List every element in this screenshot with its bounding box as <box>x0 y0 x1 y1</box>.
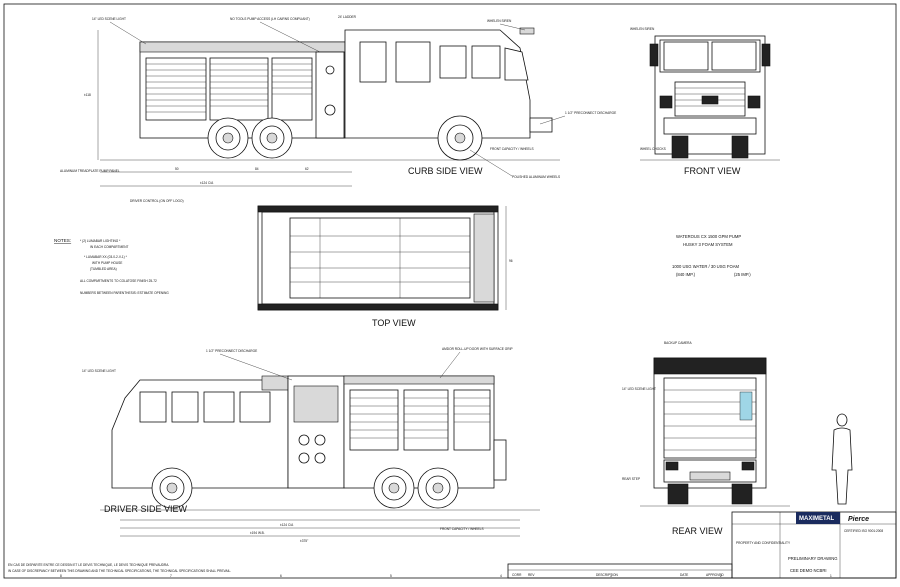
sheet-border <box>3 3 897 579</box>
specs-block: WATEROUS CX 1500 GPM PUMP HUSKY 3 FOAM S… <box>672 234 751 277</box>
svg-text:84: 84 <box>255 167 259 171</box>
svg-text:Pierce: Pierce <box>848 516 869 523</box>
svg-text:±124 C/A: ±124 C/A <box>280 523 294 527</box>
svg-text:FRONT CAPACITY / WHEELS: FRONT CAPACITY / WHEELS <box>490 147 534 151</box>
svg-text:WITH PUMP HOUSE: WITH PUMP HOUSE <box>92 261 122 265</box>
svg-text:(TUMBLED AREA): (TUMBLED AREA) <box>90 267 117 271</box>
svg-text:APPROVED: APPROVED <box>706 573 724 577</box>
svg-text:CEE DEMO NCBRI: CEE DEMO NCBRI <box>790 568 827 573</box>
svg-text:PROPERTY AND CONFIDENTIALITY: PROPERTY AND CONFIDENTIALITY <box>736 541 791 545</box>
svg-text:14" LED SCENE LIGHT: 14" LED SCENE LIGHT <box>92 17 126 21</box>
svg-text:14" LED SCENE LIGHT: 14" LED SCENE LIGHT <box>82 369 116 373</box>
svg-text:1 1/2" PRECONNECT DISCHARGE: 1 1/2" PRECONNECT DISCHARGE <box>565 111 616 115</box>
top-view-title: TOP VIEW <box>372 318 416 328</box>
footer-disclaimer: EN CAS DE DISPARITE ENTRE CE DESSIN ET L… <box>8 563 231 573</box>
svg-text:MAXIMETAL: MAXIMETAL <box>799 516 835 522</box>
svg-text:IN CASE OF DISCREPANCY BETWEEN: IN CASE OF DISCREPANCY BETWEEN THIS DRAW… <box>8 569 231 573</box>
top-view: 96 TOP VIEW <box>257 205 513 328</box>
curb-side-view: 50 84 62 ±124 C/A ±118 14" LED SCENE LIGHT… <box>60 15 616 203</box>
notes-block: NOTES: * (2) LUMABAR LIGHTING * IN EACH … <box>54 238 169 295</box>
svg-text:WHELEN SIREN: WHELEN SIREN <box>487 19 512 23</box>
svg-text:7: 7 <box>170 574 172 578</box>
svg-text:(840 IMP.): (840 IMP.) <box>676 272 696 277</box>
svg-text:1000 USG WATER / 30 USG FOAM: 1000 USG WATER / 30 USG FOAM <box>672 264 740 269</box>
svg-text:±194 W.B.: ±194 W.B. <box>250 531 265 535</box>
svg-text:REV: REV <box>528 573 535 577</box>
svg-text:WHEEL CHOCKS: WHEEL CHOCKS <box>640 147 666 151</box>
curb-side-view-title: CURB SIDE VIEW <box>408 166 483 176</box>
svg-text:HUSKY 3 FOAM SYSTEM: HUSKY 3 FOAM SYSTEM <box>683 242 733 247</box>
rear-view-title: REAR VIEW <box>672 526 723 536</box>
svg-text:8: 8 <box>60 574 62 578</box>
svg-text:±118: ±118 <box>84 93 91 97</box>
human-scale-figure <box>831 413 853 505</box>
svg-text:* LUMABAR XX (03-0-2-V-1) *: * LUMABAR XX (03-0-2-V-1) * <box>84 255 128 259</box>
svg-text:DATE: DATE <box>680 573 688 577</box>
svg-text:NUMBERS BETWEEN PARENTHESIS: E: NUMBERS BETWEEN PARENTHESIS: ESTIMATE OP… <box>80 291 169 295</box>
svg-text:3: 3 <box>610 574 612 578</box>
svg-text:CORR: CORR <box>512 573 522 577</box>
driver-side-view: ±124 C/A ±194 W.B. ±375" 14" LED SCENE L… <box>82 347 540 543</box>
svg-text:WHELEN SIREN: WHELEN SIREN <box>630 27 655 31</box>
svg-text:* (2) LUMABAR LIGHTING *: * (2) LUMABAR LIGHTING * <box>80 239 121 243</box>
zone-numbers: 8 7 6 5 4 3 2 1 <box>60 574 832 578</box>
svg-text:62: 62 <box>305 167 309 171</box>
svg-text:REAR STEP: REAR STEP <box>622 477 640 481</box>
svg-text:POLISHED ALUMINUM WHEELS: POLISHED ALUMINUM WHEELS <box>512 175 560 179</box>
driver-side-view-title: DRIVER SIDE VIEW <box>104 504 188 514</box>
svg-text:(25 IMP.): (25 IMP.) <box>734 272 751 277</box>
title-block: MAXIMETAL Pierce PRELIMINARY DRAWING CEE… <box>507 511 897 579</box>
svg-text:FRONT CAPACITY / WHEELS: FRONT CAPACITY / WHEELS <box>440 527 484 531</box>
svg-text:ALL COMPARTMENTS TO COLATOSE F: ALL COMPARTMENTS TO COLATOSE FINISH 25-7… <box>80 279 157 283</box>
svg-text:BACKUP CAMERA: BACKUP CAMERA <box>664 341 692 345</box>
front-view-title: FRONT VIEW <box>684 166 741 176</box>
svg-text:EN CAS DE DISPARITE ENTRE CE D: EN CAS DE DISPARITE ENTRE CE DESSIN ET L… <box>8 563 169 567</box>
svg-text:6: 6 <box>280 574 282 578</box>
svg-text:24' LADDER: 24' LADDER <box>338 15 357 19</box>
svg-text:±124 C/A: ±124 C/A <box>200 181 214 185</box>
svg-text:DESCRIPTION: DESCRIPTION <box>596 573 618 577</box>
svg-text:CERTIFIED ISO 9001:2008: CERTIFIED ISO 9001:2008 <box>844 529 883 533</box>
svg-text:AMDOR ROLL-UP DOOR WITH SURFAC: AMDOR ROLL-UP DOOR WITH SURFACE GRIP <box>442 347 513 351</box>
svg-text:DRIVER CONTROL (ON OFF LOGO): DRIVER CONTROL (ON OFF LOGO) <box>130 199 184 203</box>
svg-text:NOTES:: NOTES: <box>54 238 71 243</box>
svg-text:WATEROUS CX 1500 GPM PUMP: WATEROUS CX 1500 GPM PUMP <box>676 234 741 239</box>
svg-text:5: 5 <box>390 574 392 578</box>
svg-text:±375": ±375" <box>300 539 308 543</box>
svg-text:ALUMINUM TREADPLATE PUMP PANEL: ALUMINUM TREADPLATE PUMP PANEL <box>60 169 120 173</box>
svg-text:2: 2 <box>720 574 722 578</box>
svg-text:1 1/2" PRECONNECT DISCHARGE: 1 1/2" PRECONNECT DISCHARGE <box>206 349 257 353</box>
svg-text:14" LED SCENE LIGHT: 14" LED SCENE LIGHT <box>622 387 656 391</box>
svg-text:PRELIMINARY DRAWING: PRELIMINARY DRAWING <box>788 556 837 561</box>
svg-text:IN EACH COMPARTMENT: IN EACH COMPARTMENT <box>90 245 129 249</box>
svg-text:4: 4 <box>500 574 502 578</box>
rear-view: REAR VIEW BACKUP CAMERA 14" LED SCENE LI… <box>622 341 853 536</box>
svg-text:1: 1 <box>830 574 832 578</box>
svg-text:NO TOOLS PUMP ACCESS (LH CAIRN: NO TOOLS PUMP ACCESS (LH CAIRNS COMPLIAN… <box>230 17 310 21</box>
front-view: FRONT VIEW WHELEN SIREN WHEEL CHOCKS <box>630 27 780 176</box>
svg-text:50: 50 <box>175 167 179 171</box>
svg-text:96: 96 <box>509 259 513 263</box>
